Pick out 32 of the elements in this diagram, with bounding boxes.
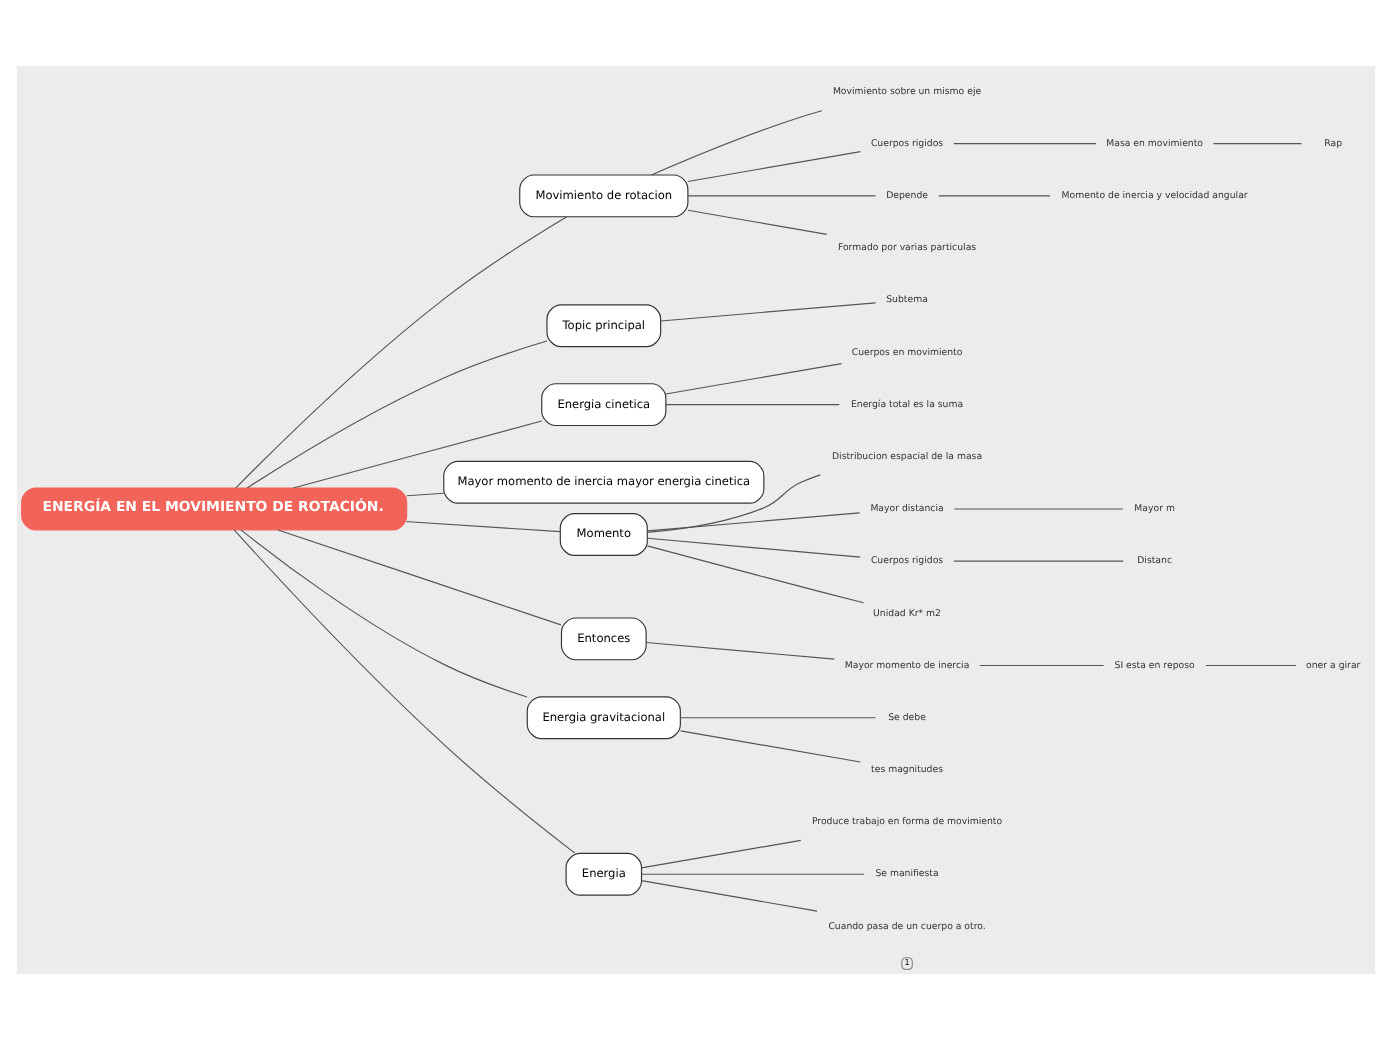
connector xyxy=(406,521,561,533)
connector xyxy=(233,529,576,854)
connector xyxy=(660,302,877,322)
connector xyxy=(292,420,543,489)
connector xyxy=(235,216,568,489)
connector xyxy=(687,151,862,183)
connector xyxy=(646,474,821,533)
connector xyxy=(277,529,562,626)
connector xyxy=(641,880,818,912)
connector xyxy=(406,492,445,497)
connector xyxy=(1212,143,1303,145)
connector xyxy=(646,512,861,532)
connector xyxy=(938,195,1051,197)
connector xyxy=(687,195,877,197)
connector xyxy=(665,404,840,406)
connector xyxy=(953,508,1124,510)
connector xyxy=(641,839,802,869)
connector xyxy=(979,664,1105,667)
connector xyxy=(679,730,861,763)
connector xyxy=(645,641,835,660)
connector xyxy=(650,110,823,176)
connector xyxy=(679,717,876,719)
connector xyxy=(687,209,828,235)
connector xyxy=(665,363,843,395)
connector xyxy=(953,560,1124,562)
connector xyxy=(641,873,865,875)
connector xyxy=(240,529,528,698)
connector xyxy=(646,537,861,558)
connector xyxy=(1205,664,1297,667)
connector xyxy=(953,143,1097,145)
connector xyxy=(646,545,865,604)
connector xyxy=(246,340,548,489)
